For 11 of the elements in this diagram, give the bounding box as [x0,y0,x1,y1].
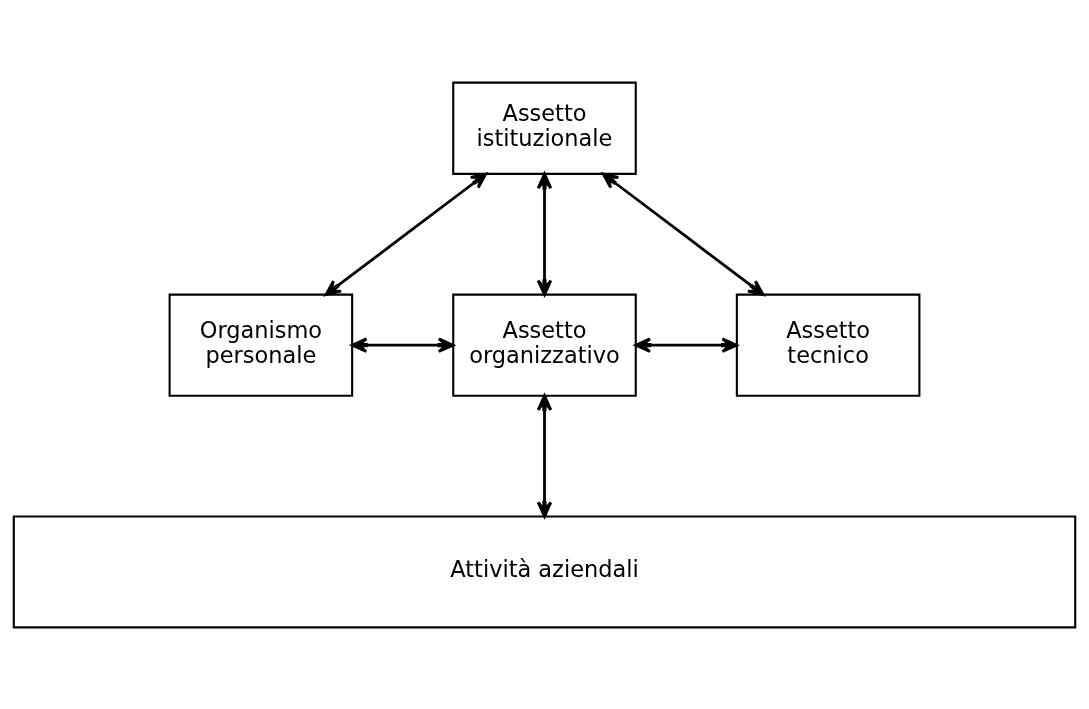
node-box: Assetto organizzativo [452,293,637,397]
node-box: Organismo personale [168,293,354,397]
node-box: Assetto tecnico [735,293,921,397]
node-box: Attività aziendali [12,514,1077,628]
arrow [350,336,455,353]
arrow [536,393,553,518]
arrow [536,172,553,296]
arrow [601,172,765,296]
arrow [634,336,738,353]
node-box: Assetto istituzionale [452,81,637,175]
arrow [324,172,488,296]
